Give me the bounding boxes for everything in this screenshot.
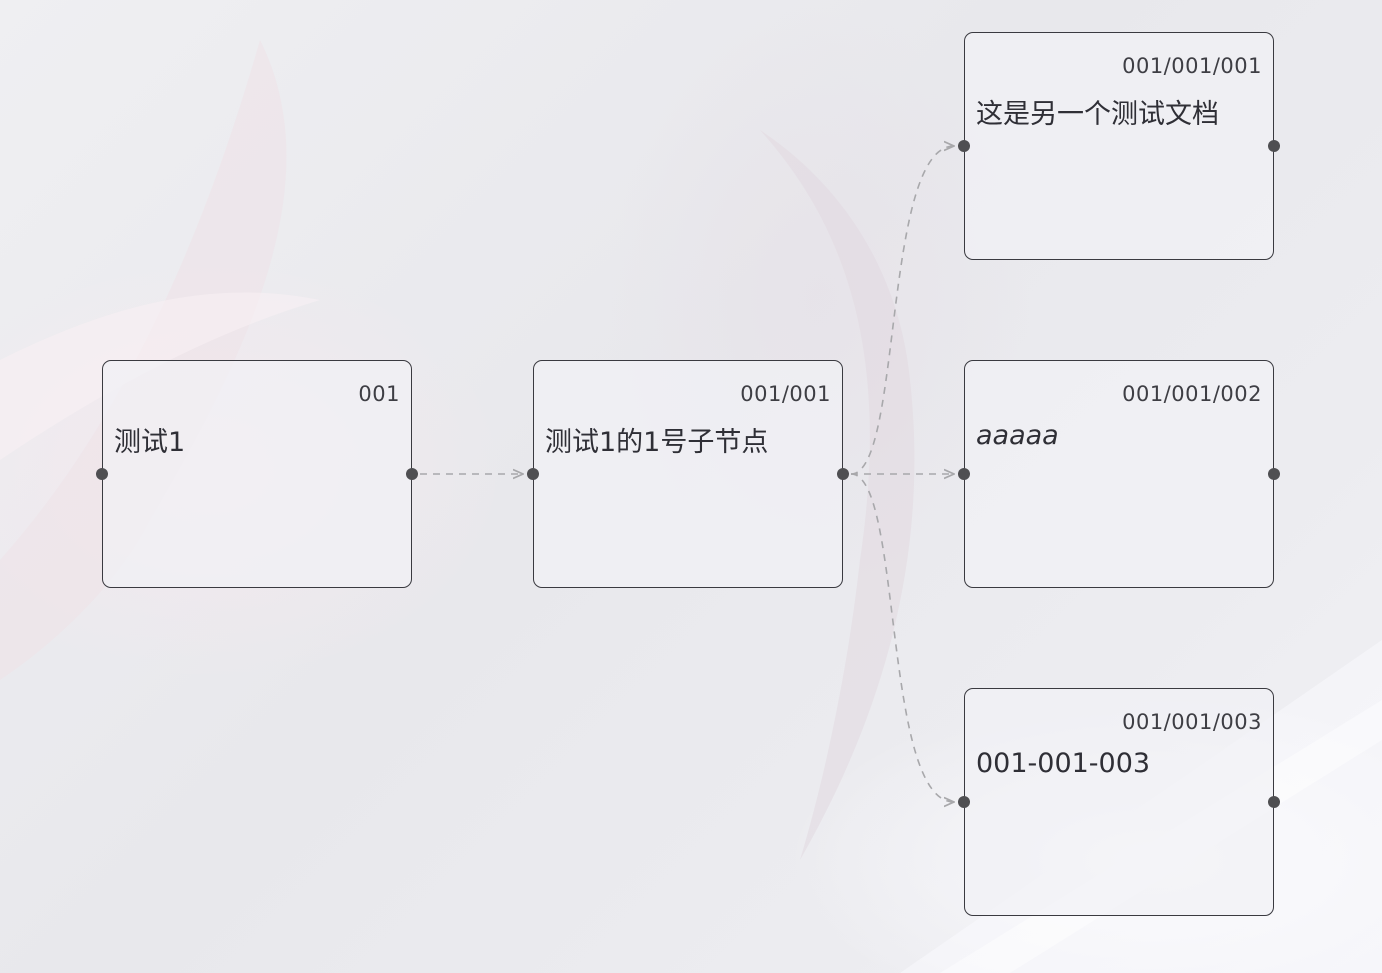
input-port-handle[interactable] (96, 468, 108, 480)
tree-node[interactable]: 001/001/002 aaaaa (958, 360, 1280, 588)
tree-node[interactable]: 001 测试1 (96, 360, 418, 588)
input-port-handle[interactable] (958, 796, 970, 808)
tree-node[interactable]: 001/001/003 001-001-003 (958, 688, 1280, 916)
edge-connector[interactable] (850, 473, 954, 802)
node-title: 测试1的1号子节点 (545, 427, 769, 458)
output-port-handle[interactable] (1268, 468, 1280, 480)
output-port-handle[interactable] (406, 468, 418, 480)
output-port-handle[interactable] (1268, 140, 1280, 152)
node-code: 001/001/003 (1122, 710, 1262, 734)
tree-node[interactable]: 001/001/001 这是另一个测试文档 (958, 32, 1280, 260)
node-code: 001/001/001 (1122, 54, 1262, 78)
output-port-handle[interactable] (1268, 796, 1280, 808)
input-port-handle[interactable] (958, 140, 970, 152)
tree-node[interactable]: 001/001 测试1的1号子节点 (527, 360, 849, 588)
node-title: 001-001-003 (976, 748, 1151, 779)
output-port-handle[interactable] (837, 468, 849, 480)
node-code: 001 (358, 382, 400, 406)
input-port-handle[interactable] (958, 468, 970, 480)
node-code: 001/001/002 (1122, 382, 1262, 406)
node-code: 001/001 (740, 382, 831, 406)
node-title: aaaaa (976, 420, 1059, 451)
node-title: 这是另一个测试文档 (976, 99, 1219, 130)
node-title: 测试1 (114, 427, 186, 458)
edge-connector[interactable] (850, 146, 954, 475)
input-port-handle[interactable] (527, 468, 539, 480)
